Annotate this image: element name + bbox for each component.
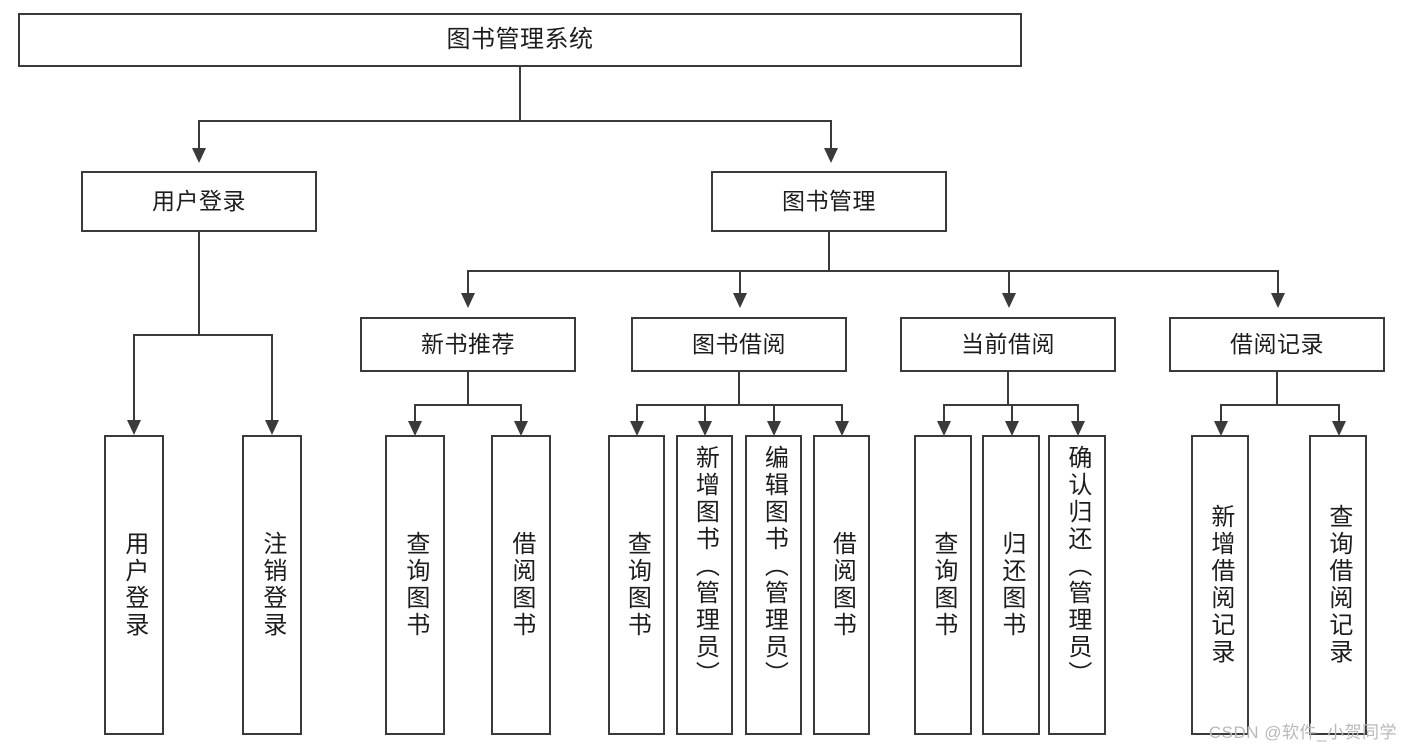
node-new-book-recommend[interactable]: 新书推荐 bbox=[360, 317, 576, 372]
connector-user-login-to-leaf-2 bbox=[271, 334, 273, 420]
connector-current-borrow-stem bbox=[1007, 372, 1009, 405]
connector-borrow-records-to-leaf-1 bbox=[1220, 404, 1222, 421]
arrow-current-borrow-to-leaf-3 bbox=[1071, 421, 1085, 436]
leaf-current-borrow-confirm[interactable]: 确认归还（管理员） bbox=[1048, 435, 1106, 735]
connector-current-borrow-to-leaf-1 bbox=[943, 404, 945, 421]
node-label: 图书管理系统 bbox=[446, 25, 594, 53]
csdn-watermark: CSDN @软件_小贺同学 bbox=[1208, 723, 1397, 742]
connector-book-manage-to-borrow bbox=[739, 270, 741, 293]
connector-book-borrow-to-leaf-3 bbox=[773, 404, 775, 421]
connector-book-borrow-to-leaf-4 bbox=[841, 404, 843, 421]
node-label: 确认归还（管理员） bbox=[1063, 445, 1091, 688]
arrow-book-borrow-to-leaf-4 bbox=[835, 421, 849, 436]
node-label: 用户登录 bbox=[120, 531, 148, 639]
connector-book-borrow-stem bbox=[738, 372, 740, 405]
arrow-new-book-to-leaf-1 bbox=[408, 421, 422, 436]
leaf-current-borrow-query[interactable]: 查询图书 bbox=[914, 435, 972, 735]
leaf-book-borrow-query[interactable]: 查询图书 bbox=[608, 435, 665, 735]
node-book-borrow[interactable]: 图书借阅 bbox=[631, 317, 847, 372]
node-label: 借阅记录 bbox=[1230, 330, 1324, 357]
arrow-current-borrow-to-leaf-1 bbox=[937, 421, 951, 436]
arrow-book-borrow-to-leaf-3 bbox=[767, 421, 781, 436]
node-label: 新书推荐 bbox=[421, 330, 515, 357]
arrow-book-borrow-to-leaf-1 bbox=[630, 421, 644, 436]
connector-new-book-bus bbox=[414, 404, 520, 406]
arrow-book-manage-to-new-book bbox=[461, 293, 475, 308]
leaf-user-login-login[interactable]: 用户登录 bbox=[104, 435, 164, 735]
node-label: 借阅图书 bbox=[507, 531, 535, 639]
node-label: 当前借阅 bbox=[961, 330, 1055, 357]
connector-book-manage-to-records bbox=[1277, 270, 1279, 293]
node-label: 图书借阅 bbox=[692, 330, 786, 357]
leaf-book-borrow-add[interactable]: 新增图书（管理员） bbox=[676, 435, 733, 735]
arrow-book-manage-to-borrow bbox=[733, 293, 747, 308]
node-label: 注销登录 bbox=[258, 531, 286, 639]
connector-borrow-records-to-leaf-2 bbox=[1338, 404, 1340, 421]
arrow-book-manage-to-current bbox=[1002, 293, 1016, 308]
node-book-manage[interactable]: 图书管理 bbox=[711, 171, 947, 232]
connector-user-login-bus bbox=[133, 334, 271, 336]
node-label: 借阅图书 bbox=[828, 531, 856, 639]
connector-borrow-records-stem bbox=[1276, 372, 1278, 405]
leaf-borrow-records-query[interactable]: 查询借阅记录 bbox=[1309, 435, 1367, 735]
node-label: 查询图书 bbox=[623, 531, 651, 639]
connector-current-borrow-to-leaf-3 bbox=[1077, 404, 1079, 421]
connector-root-stem bbox=[519, 67, 521, 121]
node-label: 查询图书 bbox=[401, 531, 429, 639]
connector-new-book-stem bbox=[467, 372, 469, 405]
arrow-root-to-book-manage bbox=[824, 148, 838, 163]
arrow-new-book-to-leaf-2 bbox=[514, 421, 528, 436]
node-label: 查询借阅记录 bbox=[1324, 504, 1352, 666]
connector-book-manage-stem bbox=[828, 232, 830, 271]
node-label: 新增借阅记录 bbox=[1206, 504, 1234, 666]
connector-book-manage-to-new-book bbox=[467, 270, 469, 293]
arrow-borrow-records-to-leaf-1 bbox=[1214, 421, 1228, 436]
leaf-new-book-query[interactable]: 查询图书 bbox=[385, 435, 445, 735]
connector-book-borrow-bus bbox=[636, 404, 842, 406]
connector-root-to-user-login bbox=[198, 120, 200, 148]
connector-borrow-records-bus bbox=[1220, 404, 1338, 406]
leaf-new-book-borrow[interactable]: 借阅图书 bbox=[491, 435, 551, 735]
node-user-login[interactable]: 用户登录 bbox=[81, 171, 317, 232]
connector-new-book-to-leaf-1 bbox=[414, 404, 416, 421]
leaf-book-borrow-borrow[interactable]: 借阅图书 bbox=[813, 435, 870, 735]
connector-book-borrow-to-leaf-1 bbox=[636, 404, 638, 421]
leaf-borrow-records-add[interactable]: 新增借阅记录 bbox=[1191, 435, 1249, 735]
connector-book-borrow-to-leaf-2 bbox=[704, 404, 706, 421]
node-label: 图书管理 bbox=[782, 187, 876, 214]
connector-root-to-book-manage bbox=[830, 120, 832, 148]
connector-new-book-to-leaf-2 bbox=[520, 404, 522, 421]
node-current-borrow[interactable]: 当前借阅 bbox=[900, 317, 1116, 372]
connector-root-bus bbox=[198, 120, 832, 122]
connector-current-borrow-bus bbox=[943, 404, 1078, 406]
connector-current-borrow-to-leaf-2 bbox=[1011, 404, 1013, 421]
node-label: 编辑图书（管理员） bbox=[760, 445, 788, 688]
arrow-borrow-records-to-leaf-2 bbox=[1332, 421, 1346, 436]
arrow-user-login-to-leaf-1 bbox=[127, 420, 141, 435]
node-borrow-records[interactable]: 借阅记录 bbox=[1169, 317, 1385, 372]
node-label: 归还图书 bbox=[997, 531, 1025, 639]
arrow-current-borrow-to-leaf-2 bbox=[1005, 421, 1019, 436]
connector-user-login-to-leaf-1 bbox=[133, 334, 135, 420]
arrow-user-login-to-leaf-2 bbox=[265, 420, 279, 435]
node-root-system[interactable]: 图书管理系统 bbox=[18, 13, 1022, 67]
arrow-root-to-user-login bbox=[192, 148, 206, 163]
node-label: 新增图书（管理员） bbox=[691, 445, 719, 688]
node-label: 查询图书 bbox=[929, 531, 957, 639]
leaf-current-borrow-return[interactable]: 归还图书 bbox=[982, 435, 1040, 735]
connector-user-login-stem bbox=[198, 232, 200, 335]
connector-book-manage-to-current bbox=[1008, 270, 1010, 293]
arrow-book-manage-to-records bbox=[1271, 293, 1285, 308]
leaf-user-login-logout[interactable]: 注销登录 bbox=[242, 435, 302, 735]
leaf-book-borrow-edit[interactable]: 编辑图书（管理员） bbox=[745, 435, 802, 735]
arrow-book-borrow-to-leaf-2 bbox=[698, 421, 712, 436]
connector-book-manage-bus bbox=[467, 270, 1278, 272]
node-label: 用户登录 bbox=[152, 187, 246, 214]
